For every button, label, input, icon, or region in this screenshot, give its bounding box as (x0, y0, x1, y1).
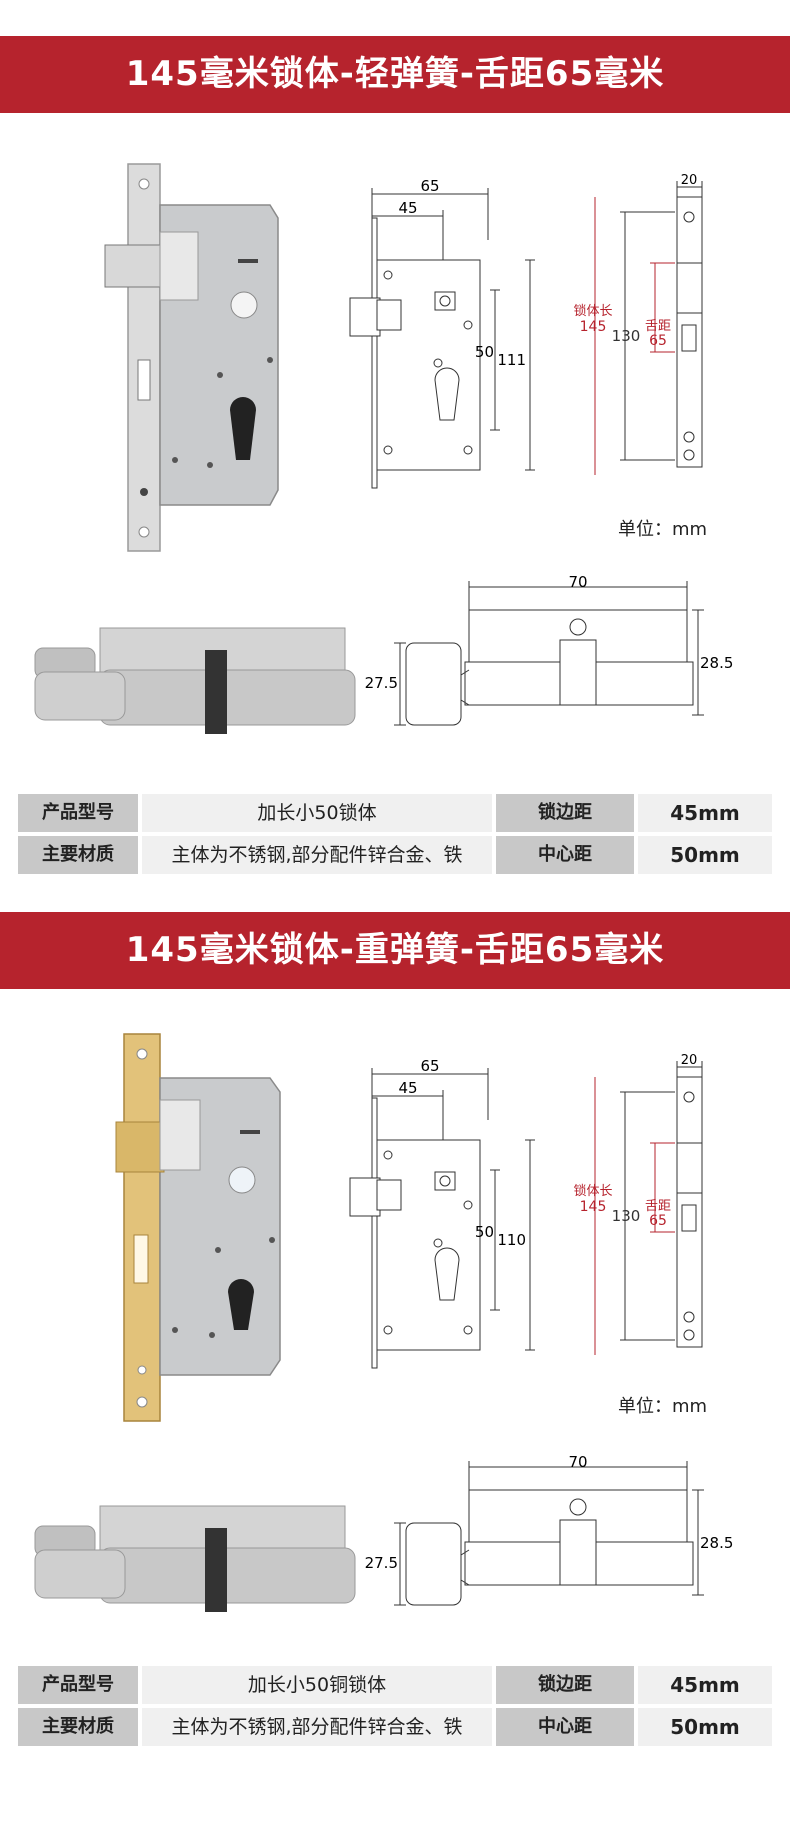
tongue-distance: 65 (649, 333, 667, 349)
faceplate (127, 163, 161, 552)
dim-50: 50 (475, 1223, 494, 1241)
tongue-distance: 65 (649, 1213, 667, 1229)
faceplate (123, 1033, 161, 1422)
center-label: 中心距 (496, 1708, 634, 1746)
cylinder-photo (34, 1505, 356, 1612)
unit-label: 单位：mm (618, 1396, 708, 1417)
dim-70: 70 (568, 573, 587, 591)
material-label: 主要材质 (18, 836, 138, 874)
cylinder-diagram: 70 28.5 27.5 (365, 1453, 733, 1606)
backset-label: 锁边距 (496, 1666, 634, 1704)
body-length-label: 锁体长 (573, 303, 612, 319)
cylinder-diagram: 70 28.5 27.5 (365, 573, 733, 726)
lock-body-photo (115, 1033, 281, 1422)
lock-body-photo (104, 163, 279, 552)
dim-130: 130 (612, 1207, 641, 1225)
section-title: 145毫米锁体-重弹簧-舌距65毫米 (0, 912, 790, 989)
material-value: 主体为不锈钢,部分配件锌合金、铁 (142, 836, 492, 874)
dim-65: 65 (420, 1057, 439, 1075)
dim-45: 45 (398, 1079, 417, 1097)
dim-27-5: 27.5 (365, 674, 398, 692)
dim-28-5: 28.5 (700, 654, 733, 672)
backset-label: 锁边距 (496, 794, 634, 832)
section-title: 145毫米锁体-轻弹簧-舌距65毫米 (0, 36, 790, 113)
lock-body-diagram: 65 45 50 111 (349, 177, 535, 489)
dim-height: 111 (497, 351, 526, 369)
body-length: 145 (580, 1199, 607, 1215)
body-length-label: 锁体长 (573, 1183, 612, 1199)
tongue-label: 舌距 (645, 1199, 671, 1214)
backset-value: 45mm (638, 794, 772, 832)
dim-50: 50 (475, 343, 494, 361)
dim-130: 130 (612, 327, 641, 345)
body-length: 145 (580, 319, 607, 335)
material-label: 主要材质 (18, 1708, 138, 1746)
spec-table: 产品型号 加长小50锁体 锁边距 45mm 主要材质 主体为不锈钢,部分配件锌合… (18, 794, 772, 878)
center-label: 中心距 (496, 836, 634, 874)
dim-28-5: 28.5 (700, 1534, 733, 1552)
dim-70: 70 (568, 1453, 587, 1471)
faceplate-side-diagram: 20 锁体长 145 130 舌距 65 (573, 173, 703, 475)
lock-body-diagram: 65 45 50 110 (349, 1057, 535, 1369)
dim-65: 65 (420, 177, 439, 195)
dim-45: 45 (398, 199, 417, 217)
cylinder-photo (34, 627, 356, 734)
spec-table: 产品型号 加长小50铜锁体 锁边距 45mm 主要材质 主体为不锈钢,部分配件锌… (18, 1666, 772, 1750)
tongue-label: 舌距 (645, 319, 671, 334)
dim-20: 20 (681, 173, 698, 188)
backset-value: 45mm (638, 1666, 772, 1704)
model-value: 加长小50铜锁体 (142, 1666, 492, 1704)
unit-label: 单位：mm (618, 519, 708, 540)
center-value: 50mm (638, 836, 772, 874)
center-value: 50mm (638, 1708, 772, 1746)
model-value: 加长小50锁体 (142, 794, 492, 832)
model-label: 产品型号 (18, 794, 138, 832)
material-value: 主体为不锈钢,部分配件锌合金、铁 (142, 1708, 492, 1746)
faceplate-side-diagram: 20 锁体长 145 130 舌距 65 (573, 1053, 703, 1355)
dim-20: 20 (681, 1053, 698, 1068)
model-label: 产品型号 (18, 1666, 138, 1704)
dim-height: 110 (497, 1231, 526, 1249)
dim-27-5: 27.5 (365, 1554, 398, 1572)
